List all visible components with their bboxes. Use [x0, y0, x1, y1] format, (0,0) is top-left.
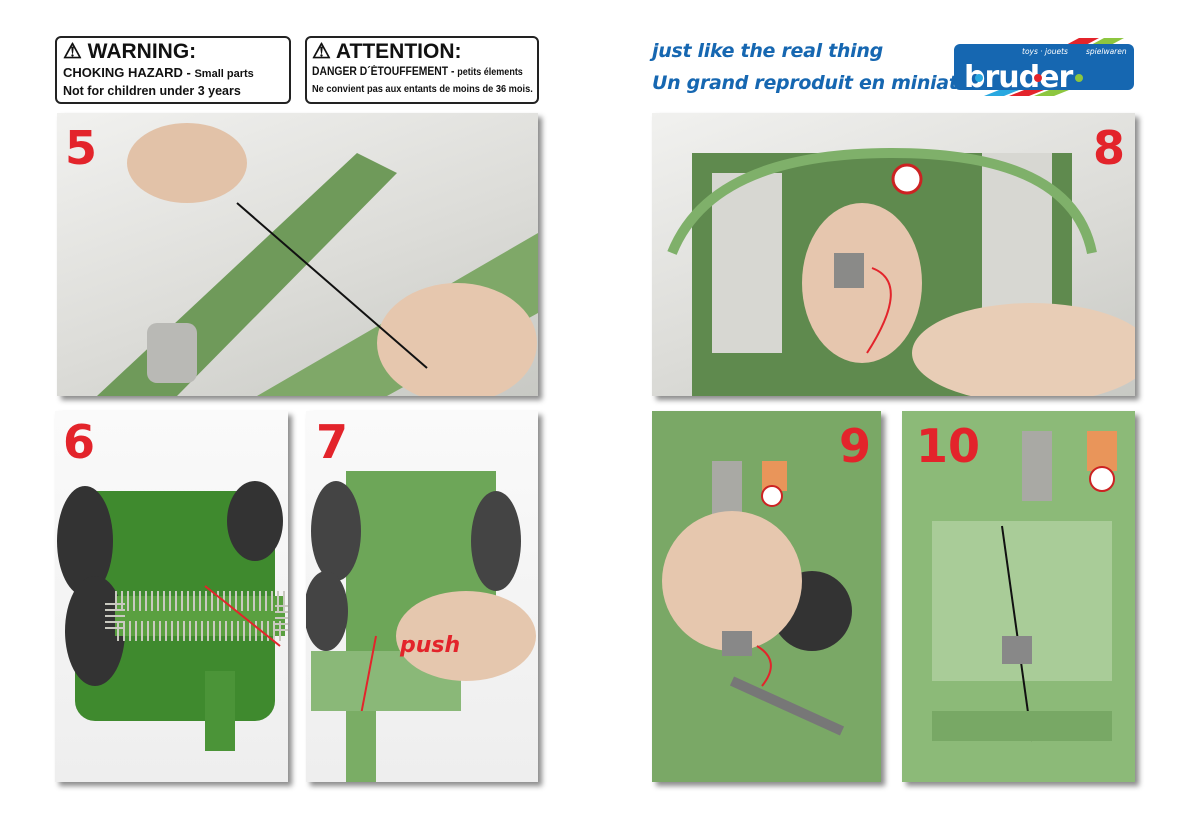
- slogan-fr: Un grand reproduit en miniature: [652, 72, 993, 94]
- step-number-10: 10: [916, 419, 981, 473]
- step-5-photo: 5: [57, 113, 538, 396]
- age-warning-text: Not for children under 3 years: [63, 84, 241, 98]
- step-6-photo: 6: [55, 411, 288, 782]
- warning-label-fr: ⚠ ATTENTION: DANGER D´ÉTOUFFEMENT - peti…: [305, 36, 539, 104]
- warning-triangle-icon: ⚠: [312, 40, 331, 63]
- slogan-en: just like the real thing: [652, 40, 883, 62]
- step-number-9: 9: [838, 419, 871, 473]
- step-9-photo: 9: [652, 411, 881, 782]
- step-number-5: 5: [65, 121, 98, 175]
- choking-hazard-text: CHOKING HAZARD -: [63, 65, 191, 80]
- age-warning-fr-text: Ne convient pas aux entants de moins de …: [312, 83, 533, 95]
- logo-tagline-right: spielwaren: [1086, 47, 1127, 56]
- step-number-8: 8: [1092, 121, 1125, 175]
- push-instruction-label: push: [400, 633, 461, 658]
- warning-title: WARNING:: [87, 40, 197, 63]
- step-8-photo: 8: [652, 113, 1135, 396]
- danger-text: DANGER D´ÉTOUFFEMENT -: [312, 66, 455, 78]
- petits-elements-text: petits élements: [457, 67, 523, 78]
- attention-title: ATTENTION:: [335, 40, 462, 63]
- step-number-6: 6: [63, 415, 96, 469]
- warning-triangle-icon: ⚠: [63, 40, 82, 63]
- warning-label-en: ⚠ WARNING: CHOKING HAZARD - Small parts …: [55, 36, 291, 104]
- step-number-7: 7: [316, 415, 349, 469]
- step-10-photo: 10: [902, 411, 1135, 782]
- logo-tagline-left: toys · jouets: [1022, 47, 1068, 56]
- step-7-photo: 7: [306, 411, 538, 782]
- small-parts-text: Small parts: [194, 68, 254, 80]
- bruder-logo: toys · jouets spielwaren bruder: [954, 38, 1134, 96]
